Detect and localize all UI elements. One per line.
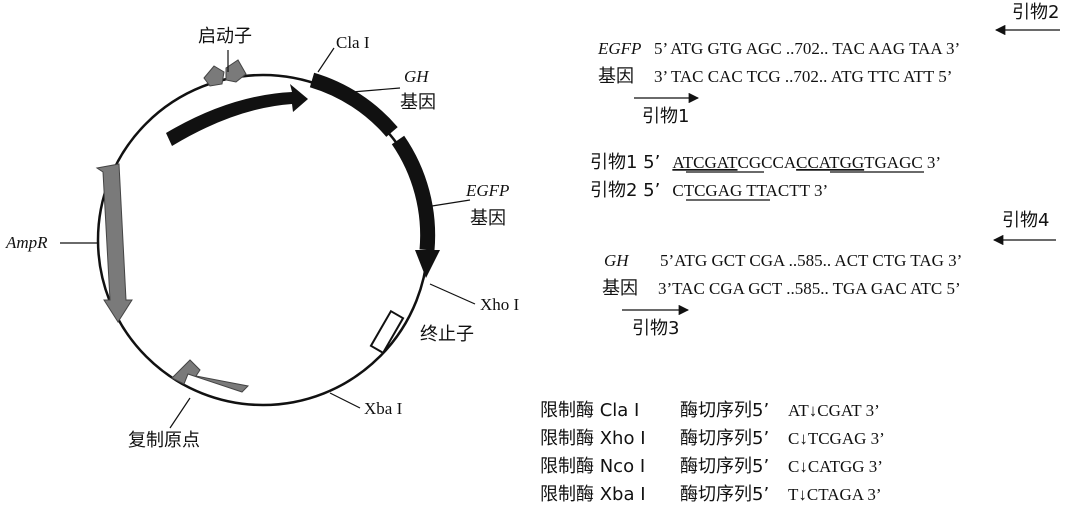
enzyme-name: 限制酶 Xho I — [540, 428, 646, 449]
gh-gene-sublabel: 基因 — [400, 92, 436, 113]
gh-top-strand: 5’ATG GCT CGA ..585.. ACT CTG TAG 3’ — [660, 251, 962, 270]
primer4-label: 引物4 — [1002, 210, 1049, 231]
egfp-top-strand: 5’ ATG GTG AGC ..702.. TAC AAG TAA 3’ — [654, 39, 960, 58]
enzyme-name: 限制酶 Nco I — [540, 456, 645, 477]
xba-pointer — [329, 392, 361, 409]
gh-gene-block — [309, 72, 398, 137]
egfp-seq-gene-name: EGFP — [597, 39, 641, 58]
enzyme-row: 限制酶 Cla I 酶切序列5’ AT↓CGAT 3’ — [540, 400, 880, 421]
primer1-seq-d: TGAGC 3’ — [864, 153, 941, 172]
enzyme-row: 限制酶 Xba I 酶切序列5’ T↓CTAGA 3’ — [540, 484, 882, 505]
plasmid-map: 启动子 Cla I GH 基因 EGFP 基因 Xho I 终止子 Xba I … — [5, 26, 520, 451]
xho-pointer — [429, 283, 476, 305]
enzyme-site: C↓CATGG 3’ — [788, 457, 883, 476]
enzyme-row: 限制酶 Nco I 酶切序列5’ C↓CATGG 3’ — [540, 456, 883, 477]
ampr-block — [95, 163, 133, 323]
xho-site-label: Xho I — [480, 295, 520, 314]
gh-seq-gene-name: GH — [604, 251, 630, 270]
primer1-seq-a: ATCGAT — [672, 153, 738, 172]
egfp-gene-label: EGFP — [465, 181, 509, 200]
transcription-arrow — [166, 84, 308, 146]
gh-pointer — [351, 87, 401, 93]
enzyme-site-label: 酶切序列5’ — [680, 428, 769, 449]
terminator-label: 终止子 — [420, 324, 474, 345]
gh-gene-label: GH — [404, 67, 430, 86]
ori-pointer — [169, 397, 191, 429]
enzyme-name: 限制酶 Xba I — [540, 484, 646, 505]
cla-site-label: Cla I — [336, 33, 370, 52]
egfp-seq-gene-label: 基因 — [598, 66, 634, 87]
ampr-label: AmpR — [5, 233, 48, 252]
ori-label: 复制原点 — [128, 430, 200, 451]
gh-sequence-block: 引物4 GH 5’ATG GCT CGA ..585.. ACT CTG TAG… — [602, 210, 1056, 339]
egfp-gene-sublabel: 基因 — [470, 208, 506, 229]
terminator-box — [369, 309, 405, 355]
ori-block — [171, 359, 250, 393]
egfp-pointer — [431, 199, 471, 207]
gh-seq-gene-label: 基因 — [602, 278, 638, 299]
xba-site-label: Xba I — [364, 399, 403, 418]
enzyme-row: 限制酶 Xho I 酶切序列5’ C↓TCGAG 3’ — [540, 428, 885, 449]
egfp-gene-block — [391, 135, 436, 251]
enzyme-site: AT↓CGAT 3’ — [788, 401, 880, 420]
enzyme-site-label: 酶切序列5’ — [680, 484, 769, 505]
primer1-seq-c: CCATGG — [796, 153, 864, 172]
egfp-gene-arrowhead — [415, 250, 440, 278]
enzyme-name: 限制酶 Cla I — [540, 400, 639, 421]
primer-sequences: 引物1 5’ ATCGATCGCCACCATGGTGAGC 3’ 引物2 5’ … — [590, 152, 941, 201]
primer3-label: 引物3 — [632, 318, 679, 339]
primer1-label: 引物1 — [642, 106, 689, 127]
enzyme-table: 限制酶 Cla I 酶切序列5’ AT↓CGAT 3’ 限制酶 Xho I 酶切… — [540, 400, 885, 505]
primer1-sequence: 引物1 5’ ATCGATCGCCACCATGGTGAGC 3’ — [590, 152, 941, 173]
enzyme-site-label: 酶切序列5’ — [680, 456, 769, 477]
egfp-sequence-block: 引物2 EGFP 5’ ATG GTG AGC ..702.. TAC AAG … — [597, 2, 1060, 127]
enzyme-site: C↓TCGAG 3’ — [788, 429, 885, 448]
primer1-seq-name: 引物1 5’ — [590, 152, 660, 173]
cla-pointer — [317, 47, 335, 73]
enzyme-site: T↓CTAGA 3’ — [788, 485, 882, 504]
primer2-seq-name: 引物2 5’ — [590, 180, 660, 201]
primer2-seq-a: CTCGAG — [672, 181, 742, 200]
primer2-sequence: 引物2 5’ CTCGAG TTACTT 3’ — [590, 180, 828, 201]
egfp-bottom-strand: 3’ TAC CAC TCG ..702.. ATG TTC ATT 5’ — [654, 67, 952, 86]
primer2-seq-b: TTACTT 3’ — [742, 181, 828, 200]
primer2-label: 引物2 — [1012, 2, 1059, 23]
promoter-arrow-right — [225, 59, 247, 83]
promoter-arrow-left — [203, 65, 225, 87]
enzyme-site-label: 酶切序列5’ — [680, 400, 769, 421]
promoter-label: 启动子 — [198, 26, 252, 47]
primer1-seq-b: CGCCA — [738, 153, 797, 172]
gh-bottom-strand: 3’TAC CGA GCT ..585.. TGA GAC ATC 5’ — [658, 279, 961, 298]
